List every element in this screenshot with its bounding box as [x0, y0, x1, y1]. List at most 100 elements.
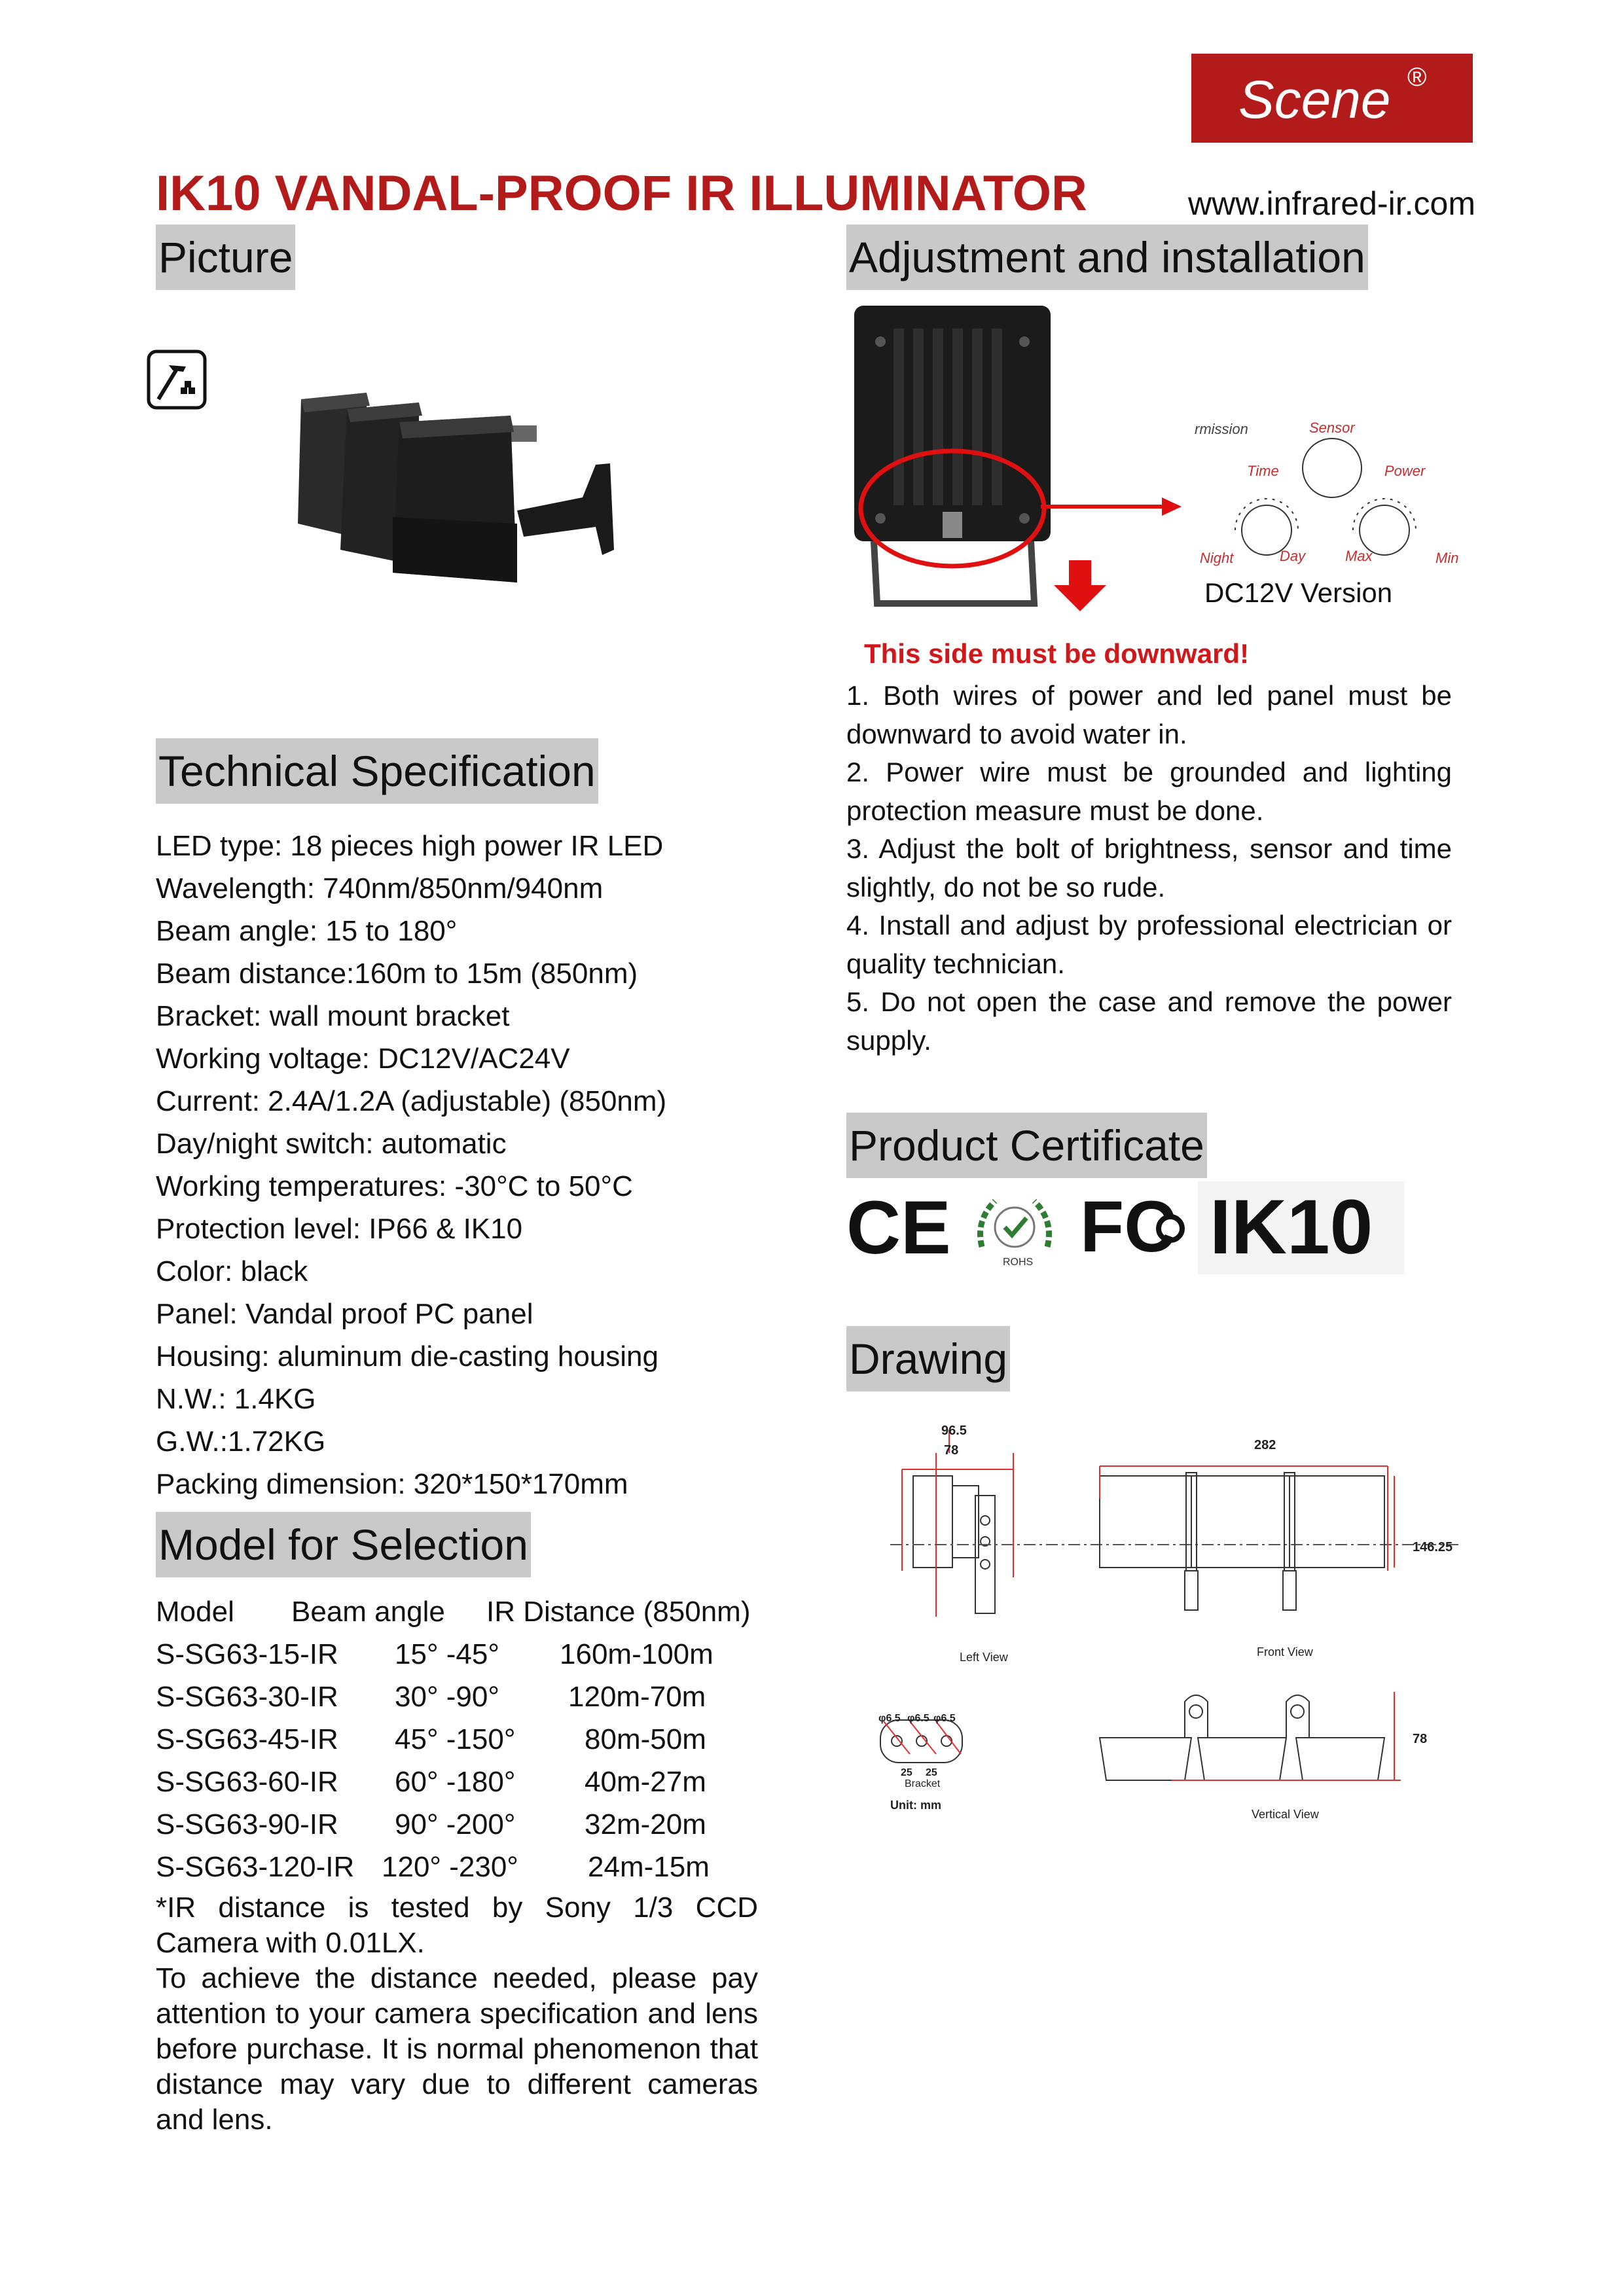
spec-item: Day/night switch: automatic [156, 1128, 507, 1160]
beam-angle: 45° -150° [395, 1723, 516, 1755]
technical-drawing: 96.5 78 Left View 282 146.25 Front View … [878, 1424, 1460, 1821]
spec-item: Color: black [156, 1255, 308, 1287]
ik10-badge: IK10 [1198, 1181, 1404, 1274]
spec-item: Housing: aluminum die-casting housing [156, 1340, 659, 1372]
install-step: 5. Do not open the case and remove the p… [846, 986, 1452, 1056]
column-header: IR Distance (850nm) [486, 1596, 751, 1628]
install-step: 3. Adjust the bolt of brightness, sensor… [846, 833, 1452, 903]
ik10-text: IK10 [1210, 1184, 1373, 1270]
section-adjustment: Adjustment and installation [846, 224, 1368, 290]
dim-phi-3: φ6.5 [933, 1713, 956, 1724]
left-view-label: Left View [960, 1651, 1009, 1664]
control-knobs-diagram: rmission Sensor Time Power Night Day Max… [1195, 420, 1458, 566]
model-name: S-SG63-120-IR [156, 1851, 355, 1883]
column-header: Beam angle [291, 1596, 445, 1628]
label-min: Min [1435, 550, 1458, 566]
section-drawing: Drawing [846, 1326, 1011, 1391]
fcc-mark-icon: FC [1080, 1187, 1185, 1265]
left-view-drawing [901, 1430, 1014, 1617]
spec-item: Panel: Vandal proof PC panel [156, 1298, 533, 1330]
front-view-label: Front View [1257, 1645, 1314, 1659]
ir-distance: 24m-15m [588, 1851, 710, 1883]
model-name: S-SG63-60-IR [156, 1766, 338, 1798]
back-view-photo [854, 306, 1051, 607]
spec-item: Wavelength: 740nm/850nm/940nm [156, 872, 604, 905]
ce-mark-icon: CE [846, 1191, 951, 1263]
beam-angle: 30° -90° [395, 1681, 499, 1713]
model-name: S-SG63-45-IR [156, 1723, 338, 1755]
column-header: Model [156, 1596, 234, 1628]
ir-distance: 80m-50m [585, 1723, 706, 1755]
label-permission: rmission [1195, 421, 1248, 437]
section-picture: Picture [156, 224, 296, 290]
label-sensor: Sensor [1309, 420, 1356, 436]
registered-mark: ® [1407, 63, 1427, 92]
label-time: Time [1247, 463, 1279, 479]
model-name: S-SG63-30-IR [156, 1681, 338, 1713]
ir-distance: 40m-27m [585, 1766, 706, 1798]
beam-angle: 90° -200° [395, 1808, 516, 1840]
spec-item: N.W.: 1.4KG [156, 1383, 316, 1415]
product-photo [298, 393, 614, 583]
vertical-view-drawing [1098, 1692, 1401, 1781]
beam-angle: 15° -45° [395, 1638, 499, 1670]
ir-distance: 120m-70m [568, 1681, 706, 1713]
install-step: 1. Both wires of power and led panel mus… [846, 680, 1452, 749]
install-step: 4. Install and adjust by professional el… [846, 910, 1452, 979]
dim-phi-2: φ6.5 [907, 1713, 929, 1724]
dim-282: 282 [1254, 1438, 1276, 1452]
section-model-selection: Model for Selection [156, 1512, 531, 1577]
label-max: Max [1345, 548, 1373, 564]
spec-item: Working temperatures: -30°C to 50°C [156, 1170, 633, 1202]
spec-item: LED type: 18 pieces high power IR LED [156, 830, 664, 862]
spec-list: LED type: 18 pieces high power IR LED Wa… [156, 825, 666, 1505]
arrow-down-icon [1054, 560, 1106, 611]
rohs-icon: ROHS [977, 1198, 1052, 1268]
page-title: IK10 VANDAL-PROOF IR ILLUMINATOR [156, 166, 1087, 221]
rohs-text: ROHS [1003, 1257, 1033, 1268]
section-certificate: Product Certificate [846, 1113, 1207, 1178]
model-name: S-SG63-15-IR [156, 1638, 338, 1670]
beam-angle: 60° -180° [395, 1766, 516, 1798]
dim-96: 96.5 [941, 1424, 967, 1438]
label-night: Night [1200, 550, 1234, 566]
ir-distance-note: *IR distance is tested by Sony 1/3 CCD C… [156, 1892, 758, 1959]
unit-label: Unit: mm [890, 1799, 941, 1812]
spec-item: Beam distance:160m to 15m (850nm) [156, 958, 638, 990]
dim-25-a: 25 [901, 1767, 912, 1778]
spec-item: Protection level: IP66 & IK10 [156, 1213, 523, 1245]
beam-angle: 120° -230° [382, 1851, 518, 1883]
label-day: Day [1280, 548, 1307, 564]
label-power: Power [1384, 463, 1426, 479]
spec-item: G.W.:1.72KG [156, 1426, 326, 1458]
vandal-proof-icon [147, 350, 207, 410]
installation-steps: 1. Both wires of power and led panel mus… [846, 677, 1452, 1060]
section-tech-spec: Technical Specification [156, 738, 598, 804]
brand-name: Scene [1238, 70, 1391, 130]
dim-78: 78 [944, 1443, 958, 1458]
ce-text: CE [846, 1191, 951, 1263]
spec-item: Working voltage: DC12V/AC24V [156, 1043, 570, 1075]
arrow-right-icon [1041, 497, 1182, 516]
model-notes: *IR distance is tested by Sony 1/3 CCD C… [156, 1890, 758, 2138]
spec-item: Beam angle: 15 to 180° [156, 915, 458, 947]
model-name: S-SG63-90-IR [156, 1808, 338, 1840]
dim-25-b: 25 [926, 1767, 937, 1778]
dim-146: 146.25 [1413, 1540, 1453, 1554]
bracket-label: Bracket [905, 1778, 941, 1789]
version-label: DC12V Version [1204, 577, 1393, 608]
dim-phi-1: φ6.5 [878, 1713, 901, 1724]
brand-logo: Scene ® [1191, 54, 1473, 143]
spec-item: Packing dimension: 320*150*170mm [156, 1468, 628, 1500]
front-view-drawing [1099, 1465, 1395, 1611]
downward-warning: This side must be downward! [864, 638, 1250, 669]
spec-item: Bracket: wall mount bracket [156, 1000, 510, 1032]
ir-distance: 160m-100m [560, 1638, 713, 1670]
ir-distance: 32m-20m [585, 1808, 706, 1840]
website-link[interactable]: www.infrared-ir.com [1188, 185, 1475, 222]
spec-item: Current: 2.4A/1.2A (adjustable) (850nm) [156, 1085, 667, 1117]
purchase-note: To achieve the distance needed, please p… [156, 1962, 758, 2136]
install-step: 2. Power wire must be grounded and light… [846, 757, 1452, 826]
dim-78-b: 78 [1413, 1732, 1427, 1746]
vertical-view-label: Vertical View [1252, 1808, 1320, 1821]
